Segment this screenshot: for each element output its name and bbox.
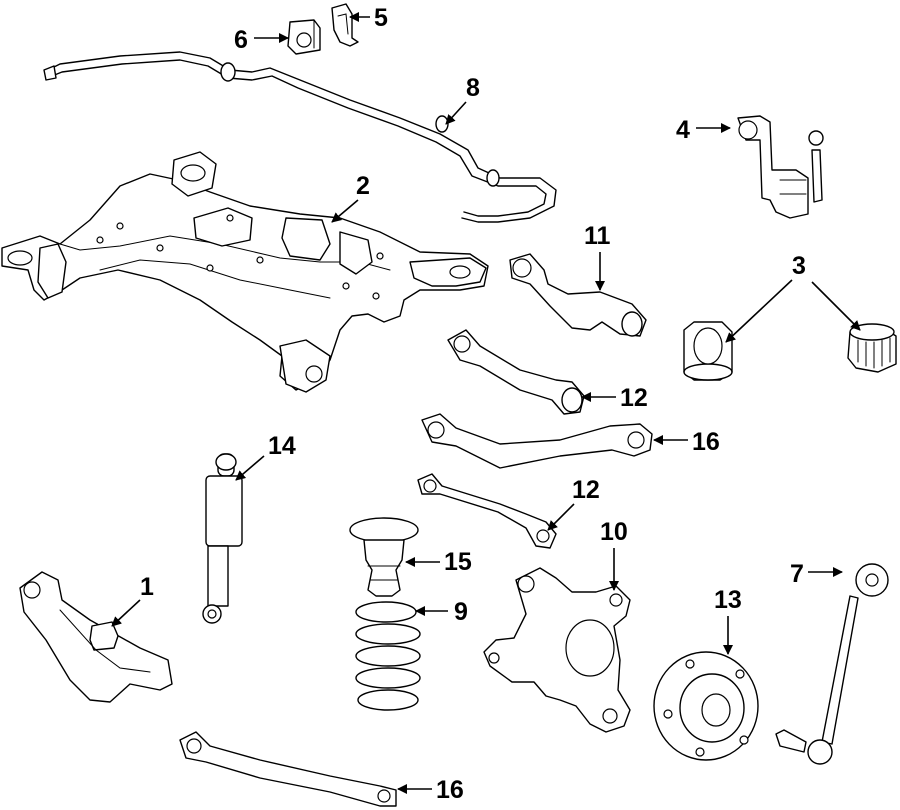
stabilizer-bar xyxy=(43,51,557,223)
coil-spring xyxy=(355,601,421,711)
callout-3: 3 xyxy=(725,252,861,343)
callout-number-8: 8 xyxy=(466,74,480,102)
crossmember-bushing-left xyxy=(683,321,733,381)
callout-1: 1 xyxy=(111,573,154,627)
callout-number-13: 13 xyxy=(714,586,742,614)
shock-absorber xyxy=(202,453,243,624)
jounce-bumper xyxy=(349,517,419,597)
callout-16-upper: 16 xyxy=(653,428,720,456)
callout-number-15: 15 xyxy=(444,548,472,576)
callout-number-9: 9 xyxy=(454,598,468,626)
callout-14: 14 xyxy=(235,432,296,481)
callout-number-5: 5 xyxy=(374,4,388,32)
lateral-link-upper xyxy=(421,413,653,469)
callout-number-3: 3 xyxy=(792,252,806,280)
stabilizer-bushing xyxy=(287,19,321,55)
callout-number-4: 4 xyxy=(676,116,690,144)
callout-number-2: 2 xyxy=(356,172,370,200)
callout-number-7: 7 xyxy=(790,560,804,588)
callout-number-14: 14 xyxy=(268,432,296,460)
stabilizer-link xyxy=(775,563,889,765)
lateral-link-lower xyxy=(179,731,397,807)
callout-12-upper: 12 xyxy=(581,384,648,412)
callout-6: 6 xyxy=(234,26,289,54)
callout-2: 2 xyxy=(331,172,370,223)
callout-15: 15 xyxy=(405,548,472,576)
callout-13: 13 xyxy=(714,586,742,655)
callout-number-16-upper: 16 xyxy=(692,428,720,456)
callout-number-11: 11 xyxy=(584,222,611,250)
stabilizer-bracket xyxy=(331,3,359,47)
callout-7: 7 xyxy=(790,560,843,588)
crossmember xyxy=(1,151,489,393)
callout-number-12-upper: 12 xyxy=(620,384,648,412)
callout-11: 11 xyxy=(584,222,611,291)
callout-number-6: 6 xyxy=(234,26,248,54)
height-sensor xyxy=(737,115,824,219)
wheel-hub xyxy=(653,651,759,761)
upper-control-arm xyxy=(509,253,647,337)
steering-knuckle xyxy=(483,567,631,733)
callout-4: 4 xyxy=(676,116,731,144)
callout-5: 5 xyxy=(349,4,388,32)
callout-9: 9 xyxy=(415,598,468,626)
crossmember-bushing-right xyxy=(847,323,897,373)
callout-10: 10 xyxy=(600,518,628,591)
callout-number-10: 10 xyxy=(600,518,628,546)
callout-number-12-lower: 12 xyxy=(572,476,600,504)
callout-number-1: 1 xyxy=(140,573,154,601)
toe-link-lower xyxy=(417,473,557,549)
callout-number-16-lower: 16 xyxy=(436,776,464,804)
callout-12-lower: 12 xyxy=(547,476,600,531)
callout-8: 8 xyxy=(445,74,480,125)
toe-link-upper xyxy=(447,329,585,415)
callout-16-lower: 16 xyxy=(397,776,464,804)
lower-control-arm xyxy=(19,571,173,703)
